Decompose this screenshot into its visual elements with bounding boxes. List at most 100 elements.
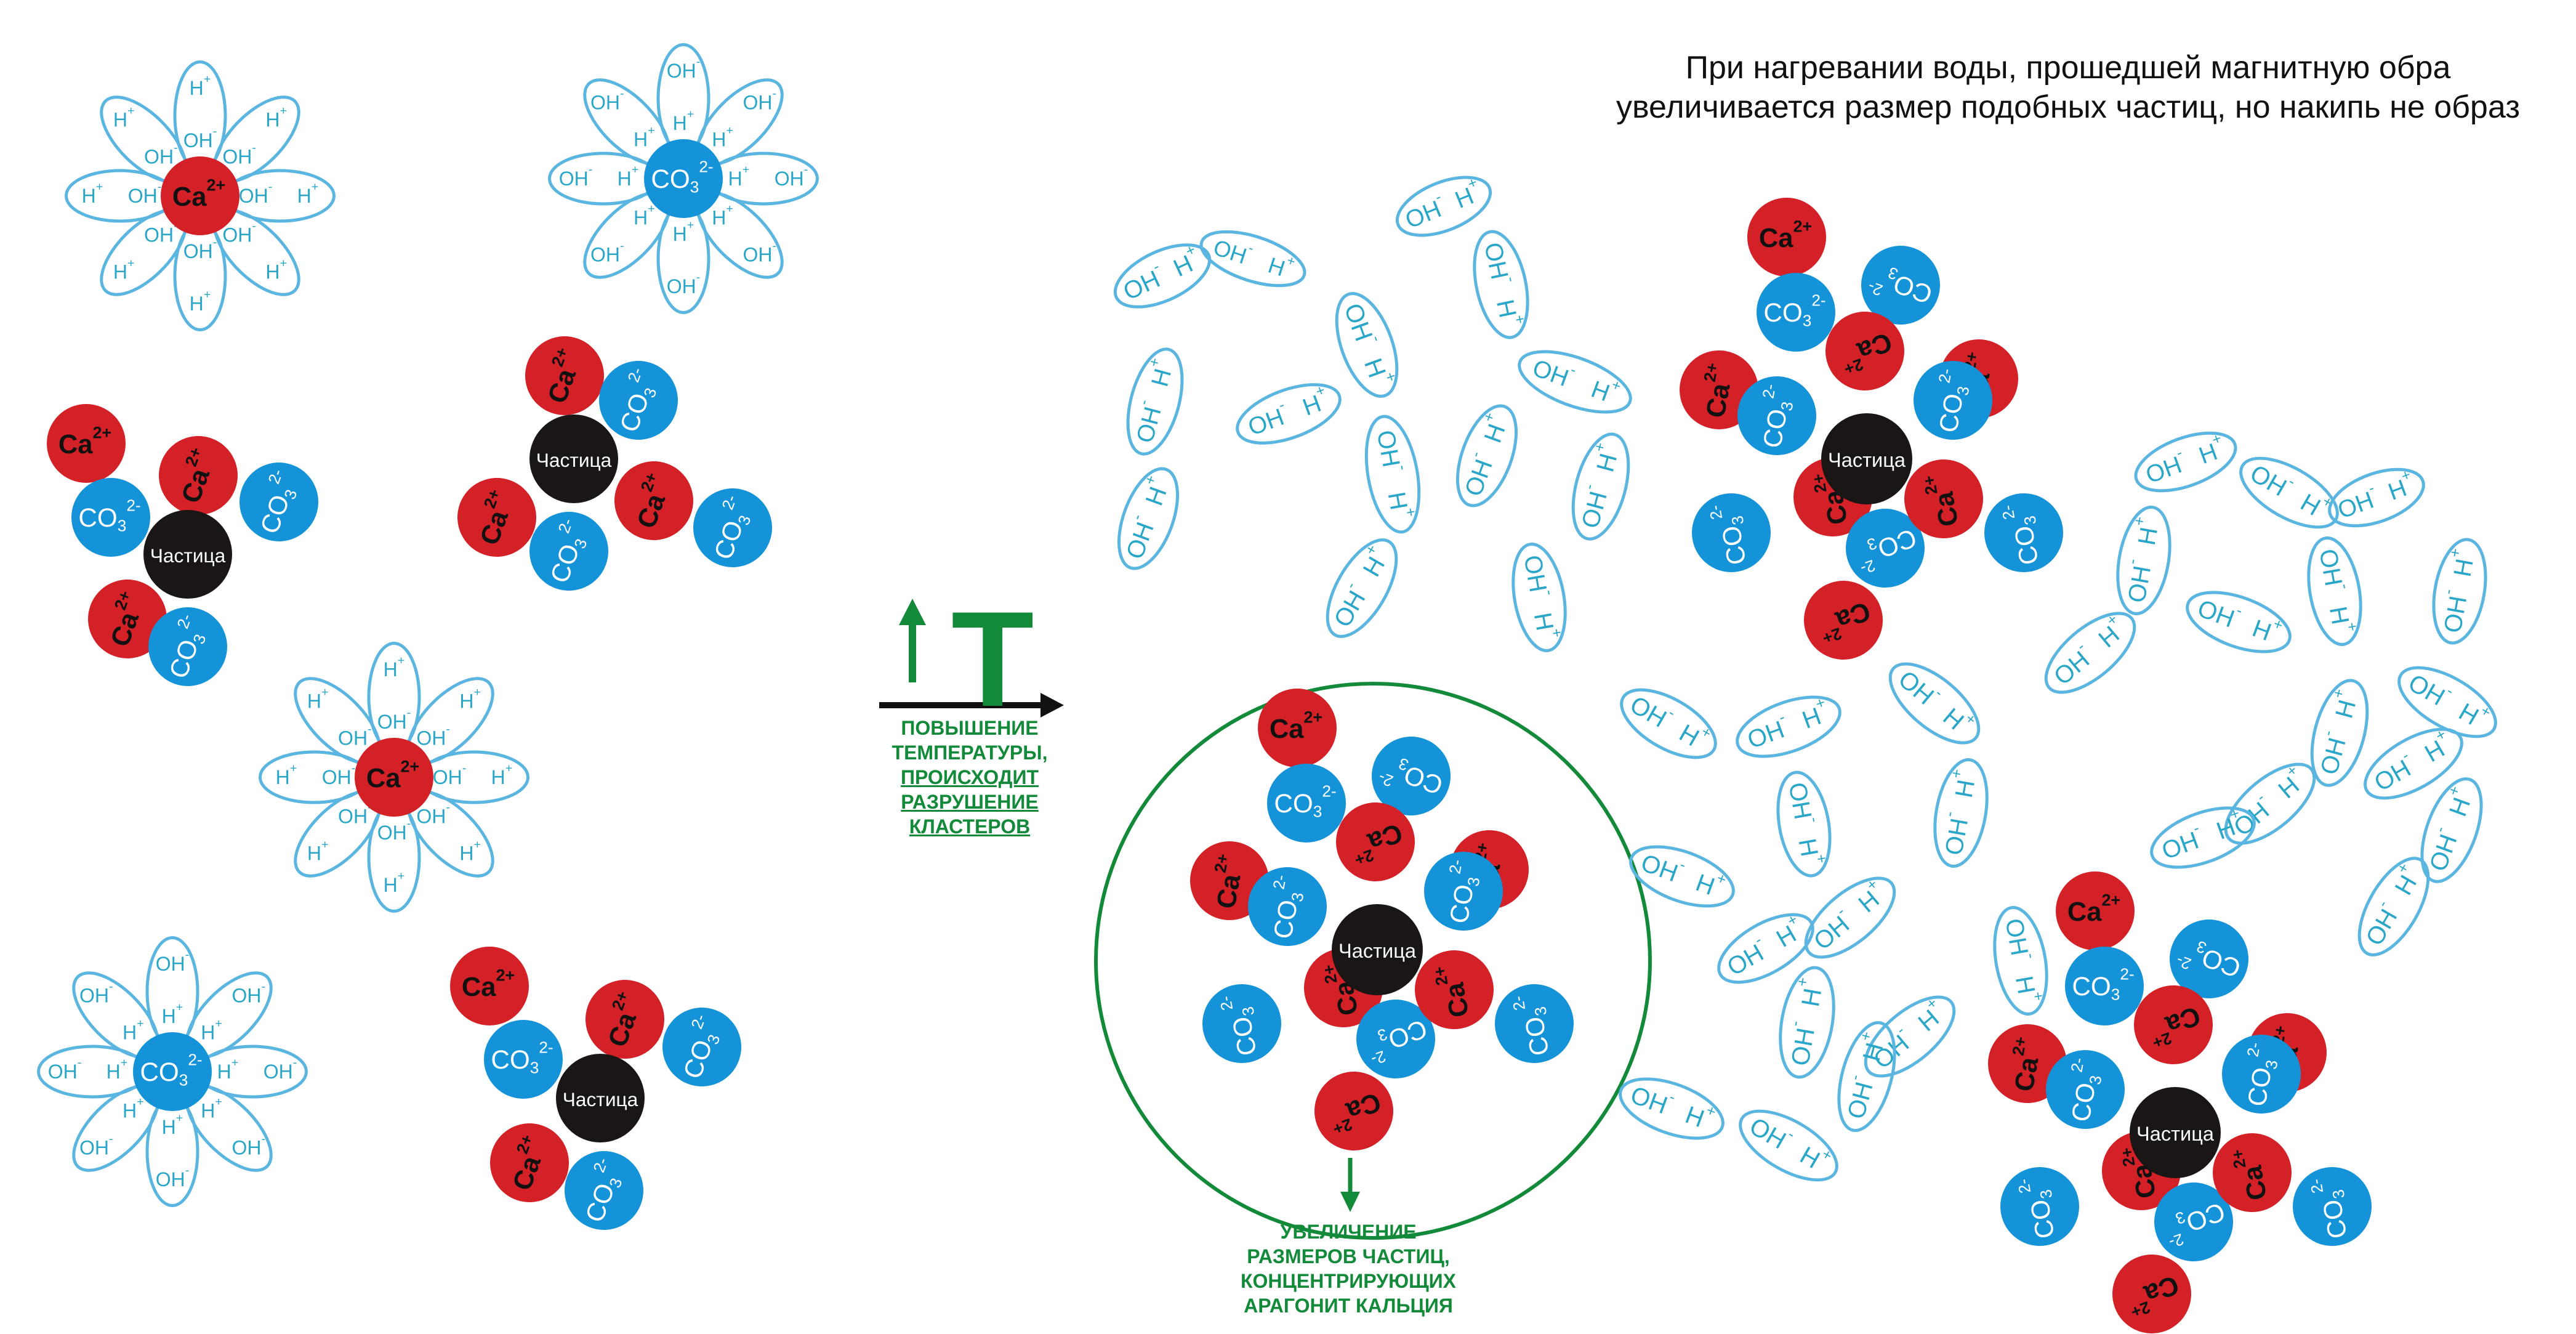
heating-label-line: ПРОИСХОДИТ bbox=[900, 766, 1039, 788]
ca-ion: Ca2+ bbox=[586, 980, 664, 1059]
ca-ion-shape bbox=[586, 980, 664, 1059]
flower-center-ca: Ca2+ bbox=[355, 738, 433, 817]
particle-shape bbox=[2130, 1087, 2221, 1178]
petal-outer-label: H+ bbox=[265, 256, 287, 283]
co3-ion: CO32- bbox=[2222, 1035, 2301, 1114]
co3-ion-shape bbox=[2170, 920, 2248, 998]
petal-outer-label: H+ bbox=[265, 104, 287, 131]
co3-ion-shape bbox=[1757, 273, 1835, 352]
co3-ion-label: CO32- bbox=[1437, 858, 1486, 926]
free-water-molecule: OH-H+ bbox=[1739, 1109, 1838, 1182]
petal-inner-label: H+ bbox=[162, 1001, 183, 1027]
petal-inner-label: H+ bbox=[107, 1056, 128, 1083]
heating-label: ПОВЫШЕНИЕ ТЕМПЕРАТУРЫ, ПРОИСХОДИТ РАЗРУШ… bbox=[856, 716, 1084, 839]
oh-label: OH- bbox=[1571, 482, 1614, 532]
free-water-molecule: OH-H+ bbox=[1335, 292, 1400, 398]
petal-inner-label: H+ bbox=[201, 1095, 222, 1122]
h-label: H+ bbox=[1529, 610, 1566, 642]
water-molecule-outline bbox=[1717, 913, 1814, 984]
particle-label: Частица bbox=[1828, 449, 1906, 471]
co3-ion-shape bbox=[484, 1020, 563, 1099]
free-water-molecule: OH-H+ bbox=[1126, 347, 1184, 456]
particle-label: Частица bbox=[563, 1088, 638, 1110]
water-molecule-outline bbox=[1126, 347, 1184, 456]
oh-label: OH- bbox=[2310, 729, 2353, 778]
petal-outer-label: OH- bbox=[156, 948, 190, 975]
h-label: H+ bbox=[2248, 609, 2285, 649]
co3-ion: CO32- bbox=[239, 463, 318, 541]
water-molecule-outline bbox=[1518, 350, 1632, 414]
co3-ion-shape bbox=[133, 1032, 212, 1111]
petal-outer-label: OH- bbox=[79, 1132, 113, 1158]
petal-outer-label: H+ bbox=[459, 685, 481, 712]
water-molecule-outline bbox=[1117, 467, 1180, 570]
petal-inner-label: H+ bbox=[712, 124, 733, 150]
ca-ion: Ca2+ bbox=[1314, 1072, 1393, 1150]
ca-ion-label: Ca2+ bbox=[58, 423, 111, 459]
oh-label: OH- bbox=[1117, 258, 1169, 305]
ca-ion-label: Ca2+ bbox=[2067, 891, 2120, 927]
co3-ion-shape bbox=[1846, 509, 1925, 588]
co3-ion: CO32- bbox=[2154, 1182, 2233, 1261]
oh-label: OH- bbox=[1784, 779, 1824, 827]
particle-label: Частица bbox=[536, 449, 612, 471]
ca-ion: Ca2+ bbox=[525, 336, 604, 415]
co3-ion-shape bbox=[1356, 1000, 1435, 1078]
h-label: H+ bbox=[1795, 1137, 1835, 1179]
water-molecule-outline bbox=[1473, 230, 1529, 339]
co3-ion: CO32- bbox=[1984, 493, 2063, 572]
petal-inner-label: OH- bbox=[222, 141, 256, 168]
particle-label: Частица bbox=[2136, 1123, 2215, 1145]
water-molecule-outline bbox=[1511, 543, 1567, 652]
oh-label: OH- bbox=[2433, 588, 2473, 635]
co3-ion-label: CO32- bbox=[2059, 1056, 2108, 1125]
h-label: H+ bbox=[1853, 1030, 1891, 1064]
water-molecule-outline bbox=[1619, 1077, 1725, 1140]
ca-ion-label: Ca2+ bbox=[1694, 362, 1739, 420]
result-label-line: КОНЦЕНТРИРУЮЩИХ bbox=[1240, 1270, 1457, 1292]
co3-ion-shape bbox=[1984, 493, 2063, 572]
water-molecule-outline bbox=[1933, 758, 1989, 868]
temperature-up-arrow-head bbox=[899, 599, 926, 625]
petal-outer-label: H+ bbox=[384, 870, 405, 896]
free-water-molecule: OH-H+ bbox=[2186, 591, 2292, 653]
free-water-molecule: OH-H+ bbox=[1455, 404, 1518, 507]
petal-outer-label: OH- bbox=[590, 239, 624, 265]
ca-ion-shape bbox=[1314, 1072, 1393, 1150]
ca-ion-shape bbox=[525, 336, 604, 415]
co3-ion-shape bbox=[1267, 764, 1346, 843]
ca-ion: Ca2+ bbox=[1415, 950, 1494, 1029]
oh-label: OH- bbox=[1780, 1019, 1821, 1068]
ca-ion-label: Ca2+ bbox=[1270, 708, 1322, 744]
petal-inner-label: H+ bbox=[217, 1056, 239, 1083]
co3-ion: CO32- bbox=[2046, 1050, 2125, 1129]
ca-ion: Ca2+ bbox=[1904, 459, 1983, 538]
free-water-molecule: OH-H+ bbox=[1473, 230, 1529, 339]
co3-ion: CO32- bbox=[662, 1008, 741, 1086]
water-molecule-outline bbox=[1236, 383, 1342, 445]
particle: Частица bbox=[556, 1054, 645, 1142]
free-water-molecule: OH-H+ bbox=[1779, 966, 1835, 1079]
free-water-molecule: OH-H+ bbox=[1236, 381, 1342, 445]
co3-ion: CO32- bbox=[1248, 867, 1327, 946]
water-molecule-outline bbox=[1739, 1109, 1838, 1182]
co3-ion: CO32- bbox=[1737, 376, 1816, 455]
particle-shape bbox=[143, 510, 232, 599]
particle-shape bbox=[556, 1054, 645, 1142]
heating-arrow-head bbox=[1040, 693, 1064, 718]
free-water-molecule: OH-H+ bbox=[2307, 536, 2362, 646]
particle: Частица bbox=[1332, 904, 1423, 995]
co3-ion-label: CO32- bbox=[78, 496, 140, 535]
particle-shape bbox=[529, 414, 618, 503]
petal-outer-label: H+ bbox=[190, 288, 211, 315]
co3-ion-shape bbox=[565, 1151, 643, 1230]
particle: Частица bbox=[2130, 1087, 2221, 1178]
water-molecule-outline bbox=[2432, 538, 2487, 645]
h-label: H+ bbox=[1474, 410, 1514, 447]
ca-ion: Ca2+ bbox=[2213, 1133, 2292, 1212]
free-water-molecule: OH-H+ bbox=[2116, 506, 2171, 615]
free-water-molecule: OH-H+ bbox=[1736, 694, 1841, 758]
aragonite-cluster-outline bbox=[1094, 682, 1652, 1240]
co3-ion-shape bbox=[1424, 852, 1503, 931]
particle: Частица bbox=[143, 510, 232, 599]
